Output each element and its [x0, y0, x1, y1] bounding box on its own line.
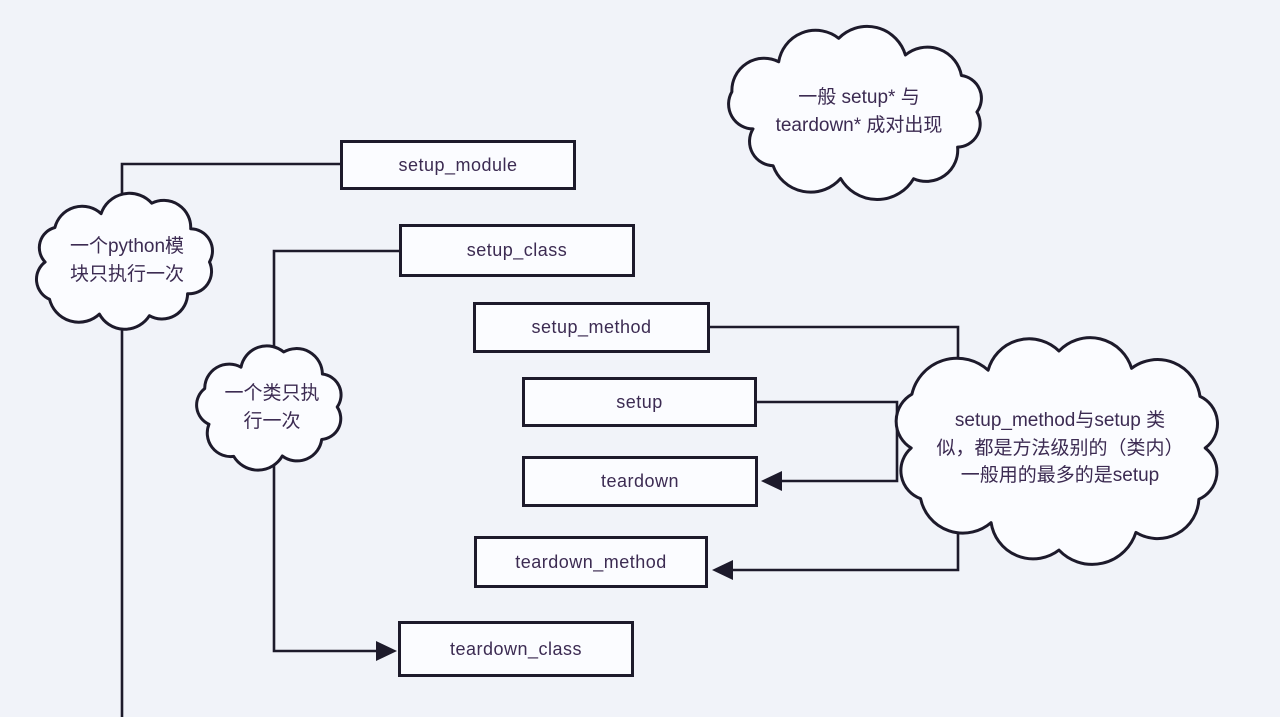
- node-setup-module-label: setup_module: [398, 154, 518, 175]
- cloud-shape-pairing-note: [727, 24, 983, 201]
- cloud-note-class: 一个类只执 行一次: [224, 383, 320, 432]
- cloud-note-module: 一个python模 块只执行一次: [69, 236, 185, 285]
- node-setup-class: setup_class: [399, 224, 635, 277]
- node-teardown-class-label: teardown_class: [449, 638, 583, 659]
- cloud-shape-class-note: [195, 344, 343, 472]
- node-setup-class-label: setup_class: [466, 240, 568, 260]
- cloud-shape-method-note: [894, 336, 1219, 566]
- arrowhead-teardown: [761, 471, 782, 491]
- connector-module-line: [120, 162, 340, 717]
- node-setup-method-label: setup_method: [531, 317, 652, 337]
- cloud-note-method: setup_method与setup 类 似，都是方法级别的（类内） 一般用的最…: [936, 410, 1184, 487]
- node-teardown-method: teardown_method: [474, 536, 708, 588]
- node-teardown-label: teardown: [600, 471, 680, 491]
- node-setup-method: setup_method: [473, 302, 710, 353]
- node-setup: setup: [522, 377, 757, 427]
- connector-setup-teardown-line: [757, 400, 899, 483]
- arrowhead-teardown-class: [376, 641, 397, 661]
- node-setup-module: setup_module: [340, 140, 576, 190]
- node-teardown-class: teardown_class: [398, 621, 634, 677]
- node-teardown: teardown: [522, 456, 758, 507]
- node-setup-label: setup: [616, 391, 663, 412]
- cloud-shape-module-note: [35, 191, 214, 331]
- cloud-note-pairing: 一般 setup* 与 teardown* 成对出现: [775, 87, 943, 136]
- node-teardown-method-label: teardown_method: [515, 551, 667, 572]
- arrowhead-teardown-method: [712, 560, 733, 580]
